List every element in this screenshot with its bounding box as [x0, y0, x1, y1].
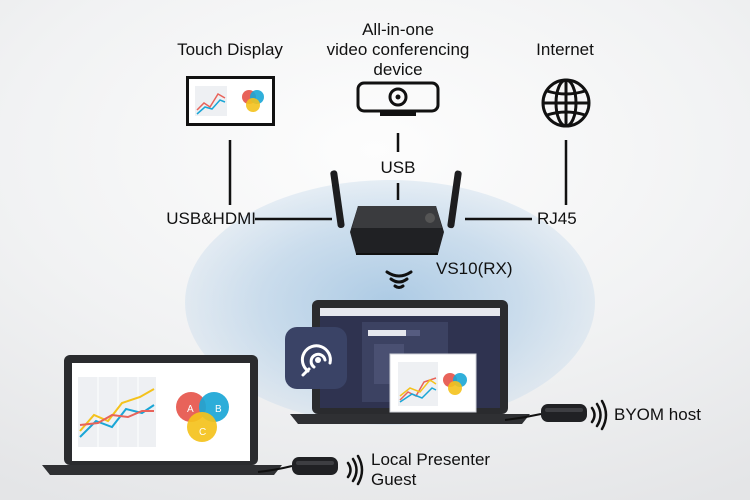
wireless-signal-icon — [590, 399, 608, 431]
receiver-label: VS10(RX) — [436, 259, 513, 278]
byom-host-label: BYOM host — [614, 405, 701, 424]
dongle-icon — [504, 404, 587, 422]
wireless-receiver-icon — [330, 170, 462, 255]
laptop-icon: A B C — [42, 355, 282, 475]
touch-display-label: Touch Display — [177, 40, 283, 59]
local-presenter-label-line1: Local Presenter — [371, 450, 491, 469]
badge-a: A — [187, 404, 194, 415]
globe-icon — [541, 78, 591, 128]
wireless-signal-icon — [346, 454, 364, 486]
conference-device-label-line3: device — [373, 60, 423, 79]
local-presenter-label-line2: Guest — [371, 470, 417, 489]
usb-hdmi-label: USB&HDMI — [166, 209, 256, 228]
rj45-label: RJ45 — [537, 209, 577, 228]
wireless-signal-icon — [385, 270, 413, 289]
internet-label: Internet — [536, 40, 594, 59]
conference-device-label-line2: video conferencing — [326, 40, 470, 59]
webcam-icon — [356, 81, 440, 116]
laptop-icon — [290, 300, 530, 424]
touch-display-icon — [186, 76, 275, 126]
usb-label: USB — [380, 158, 416, 177]
badge-b: B — [215, 404, 222, 415]
app-icon — [285, 327, 347, 389]
badge-c: C — [199, 427, 206, 438]
conference-device-label-line1: All-in-one — [362, 20, 434, 39]
dongle-icon — [257, 457, 338, 475]
